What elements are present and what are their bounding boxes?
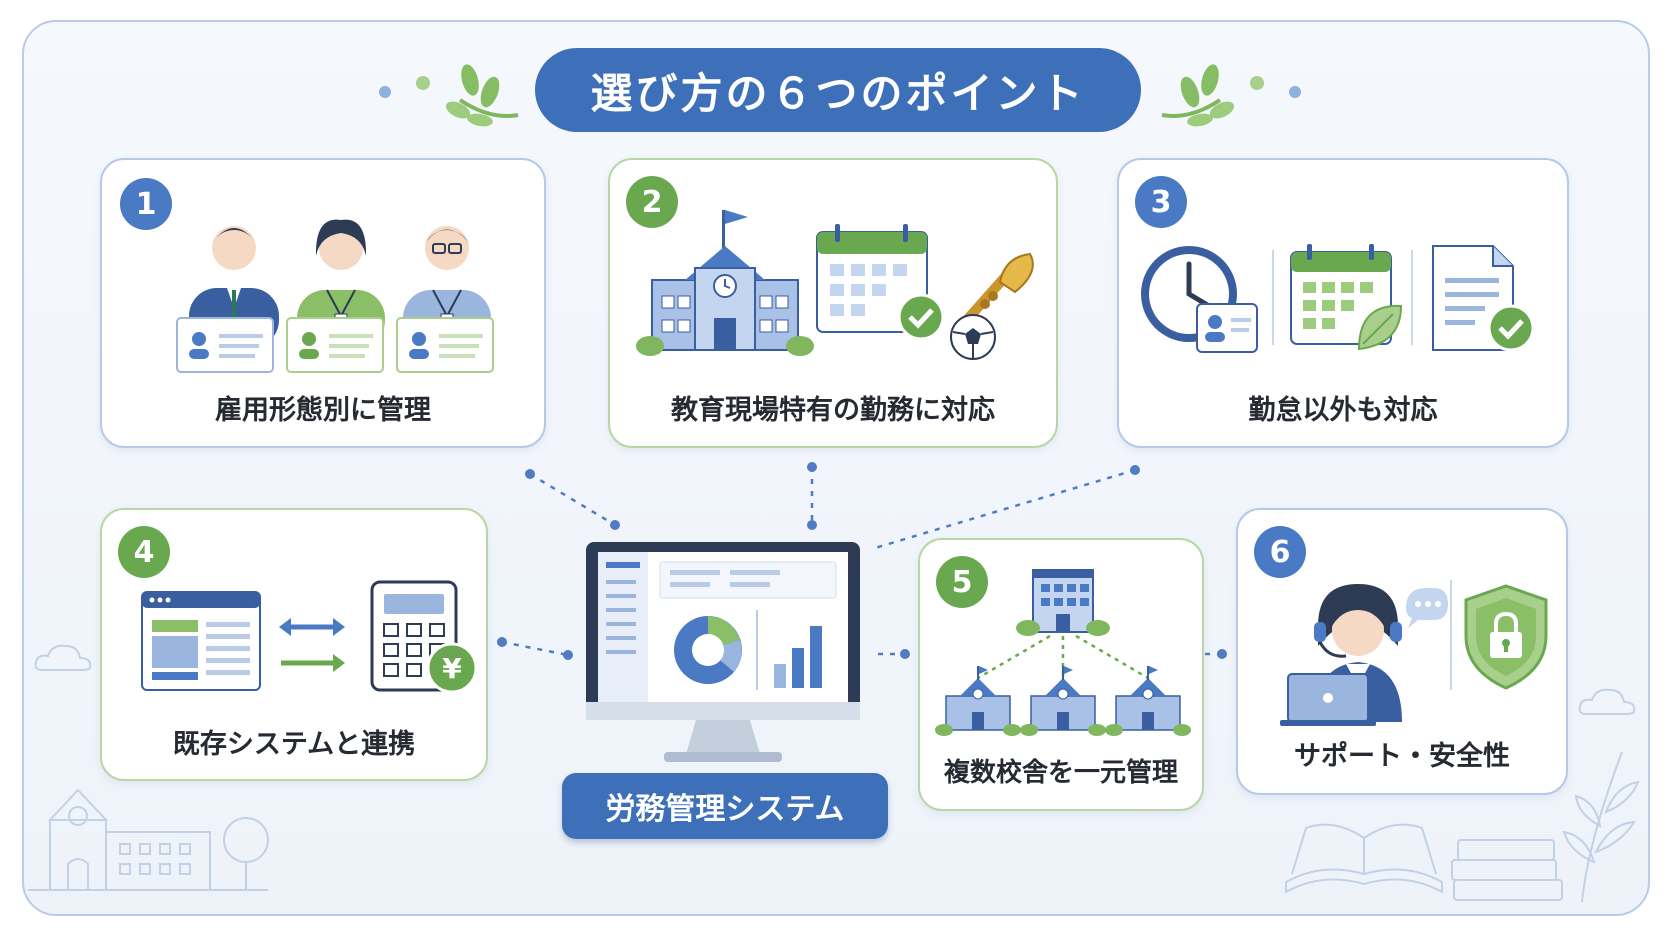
point-number-badge: 6 bbox=[1254, 526, 1306, 578]
title-ornament-left-icon bbox=[379, 64, 519, 127]
school-building-icon bbox=[636, 210, 814, 356]
document-check-icon bbox=[1432, 245, 1535, 352]
support-operator-icon bbox=[1280, 584, 1448, 726]
multi-campus-buildings-icon bbox=[935, 569, 1191, 736]
divider bbox=[1411, 250, 1413, 345]
point-label: 複数校舎を一元管理 bbox=[943, 758, 1178, 788]
background-books-plant-icon bbox=[1285, 751, 1640, 903]
point-card-6: 6 サポート・安全性 bbox=[1236, 508, 1568, 795]
calculator-yen-icon: ¥ bbox=[370, 580, 478, 694]
point-number-badge: 4 bbox=[118, 526, 170, 578]
point-label: 勤怠以外も対応 bbox=[1248, 395, 1438, 426]
point-label: サポート・安全性 bbox=[1294, 741, 1510, 772]
background-cloud-icon bbox=[1578, 688, 1636, 715]
point-label: 既存システムと連携 bbox=[172, 729, 416, 760]
trumpet-soccer-ball-icon bbox=[950, 252, 1034, 360]
clock-badge-icon bbox=[1141, 246, 1258, 353]
background-school-lineart-icon bbox=[28, 788, 269, 891]
divider bbox=[1450, 580, 1452, 690]
point-number-badge: 2 bbox=[626, 176, 678, 228]
point-card-4: 4 ¥ 既存システムと連携 bbox=[100, 508, 488, 781]
page-title: 選び方の６つのポイント bbox=[535, 48, 1141, 132]
security-shield-lock-icon bbox=[1464, 584, 1548, 690]
point-label: 教育現場特有の勤務に対応 bbox=[671, 395, 995, 426]
divider bbox=[1272, 250, 1274, 345]
point-number-badge: 5 bbox=[936, 556, 988, 608]
point-card-3: 3 bbox=[1117, 158, 1569, 448]
point-number-badge: 1 bbox=[120, 178, 172, 230]
monitor-dashboard-icon bbox=[586, 542, 860, 762]
staff-people-icon bbox=[176, 219, 494, 373]
point-label: 雇用形態別に管理 bbox=[215, 395, 431, 426]
background-cloud-icon bbox=[34, 644, 92, 671]
point-card-5: 5 bbox=[918, 538, 1204, 811]
point-card-1: 1 bbox=[100, 158, 546, 448]
yen-symbol: ¥ bbox=[442, 652, 462, 685]
sync-arrows-icon bbox=[279, 618, 345, 672]
point-number-badge: 3 bbox=[1135, 176, 1187, 228]
title-ornament-right-icon bbox=[1161, 64, 1301, 127]
browser-window-icon bbox=[141, 591, 261, 691]
center-system-label: 労務管理システム bbox=[562, 773, 888, 839]
calendar-leaf-icon bbox=[1290, 244, 1403, 351]
point-card-2: 2 bbox=[608, 158, 1058, 448]
calendar-check-icon bbox=[816, 224, 945, 341]
